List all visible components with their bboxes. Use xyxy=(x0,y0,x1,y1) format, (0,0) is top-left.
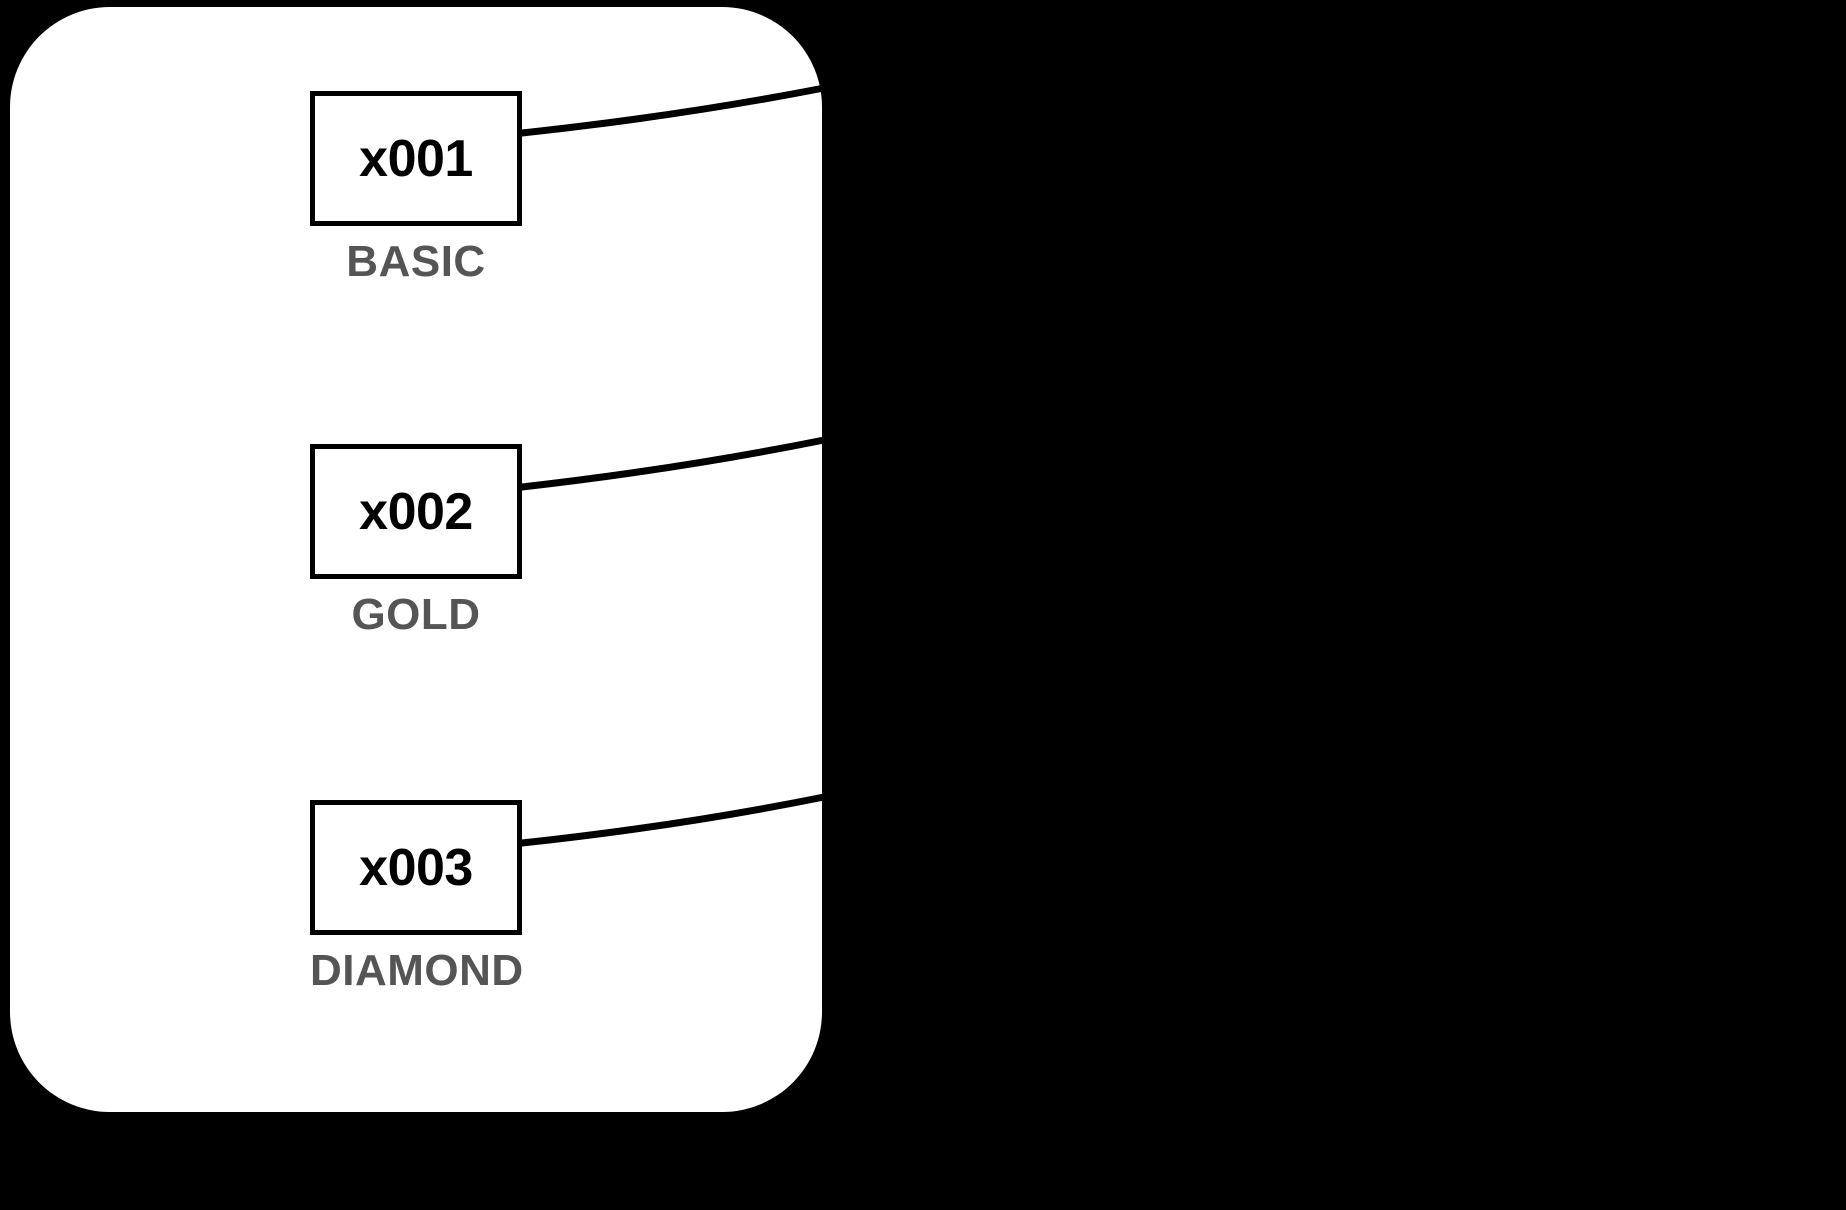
node-box-x002[interactable]: x002 xyxy=(310,444,522,579)
node-text-x002: x002 xyxy=(359,482,473,541)
node-text-x003: x003 xyxy=(359,838,473,897)
connector-line-x001 xyxy=(518,84,828,137)
node-label-diamond: DIAMOND xyxy=(310,946,524,995)
node-box-x003[interactable]: x003 xyxy=(310,800,522,935)
connector-line-x003 xyxy=(518,793,828,847)
node-label-gold: GOLD xyxy=(351,590,481,639)
connector-line-x002 xyxy=(518,436,828,491)
node-label-basic: BASIC xyxy=(346,237,486,286)
node-text-x001: x001 xyxy=(359,129,473,188)
node-box-x001[interactable]: x001 xyxy=(310,91,522,226)
